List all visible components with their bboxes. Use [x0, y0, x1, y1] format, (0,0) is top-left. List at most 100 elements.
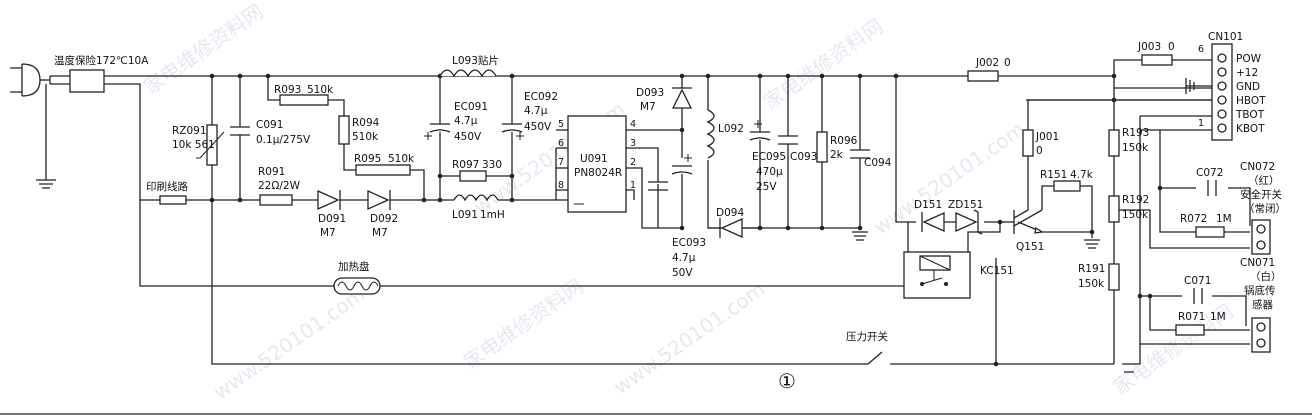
ec091-value2: 450V: [454, 131, 482, 143]
jumper-j001: J001 0: [1022, 129, 1059, 157]
watermark: www.520101.com: [869, 117, 1029, 239]
cn101-pin-gnd: GND: [1236, 81, 1260, 93]
r095-ref: R095: [354, 153, 381, 165]
r191-value: 150k: [1078, 278, 1105, 290]
ec092-ref: EC092: [524, 91, 558, 103]
figure-number: ①: [778, 369, 796, 393]
resistor-r096: R096 2k: [816, 131, 858, 163]
ec092-value1: 4.7μ: [524, 105, 548, 117]
u091-ref: U091: [580, 153, 608, 165]
ec091-value1: 4.7μ: [454, 115, 478, 127]
c091-value: 0.1μ/275V: [256, 134, 311, 146]
r091-value: 22Ω/2W: [258, 180, 301, 192]
thermal-fuse: 温度保险172℃10A: [54, 54, 149, 93]
pcb-trace: 印刷线路: [146, 180, 188, 205]
figure-number-label: ①: [778, 369, 796, 393]
resistor-r097: R097 330: [452, 159, 502, 182]
r192-value: 150k: [1122, 209, 1149, 221]
r094-ref: R094: [352, 117, 380, 129]
zener-diode-zd151: ZD151: [948, 199, 983, 235]
cn071-name2: 感器: [1252, 298, 1274, 311]
r151-ref: R151: [1040, 169, 1067, 181]
u091-pin1: 1: [630, 180, 636, 191]
electrolytic-capacitor-ec095: EC095 470μ 25V: [749, 120, 786, 193]
resistor-r192: R192 150k: [1108, 194, 1149, 223]
u091-pin5: 5: [558, 119, 564, 130]
r096-ref: R096: [830, 135, 858, 147]
r192-ref: R192: [1122, 194, 1149, 206]
diode-d094: D094: [716, 207, 744, 239]
j003-ref: J003: [1137, 41, 1161, 53]
cn071-ref: CN071: [1240, 257, 1275, 269]
u091-pin6: 6: [558, 138, 564, 149]
r097-value: 330: [482, 159, 502, 171]
pressure-switch-label: 压力开关: [846, 330, 888, 343]
l091-value: 1mH: [480, 209, 505, 221]
u091-pin4: 4: [630, 119, 636, 130]
ic-u091: U091 PN8024R 5 6 7 8 4 3 2 1: [558, 115, 636, 213]
ec093-value1: 4.7μ: [672, 252, 696, 264]
watermark: 家电维修资料网: [459, 274, 587, 374]
watermark: www.520101.com: [209, 282, 369, 404]
j001-value: 0: [1036, 145, 1043, 157]
kc151-ref: KC151: [980, 265, 1014, 277]
r191-ref: R191: [1078, 263, 1105, 275]
capacitor-c071: C071: [1184, 275, 1211, 304]
electrolytic-capacitor-ec093: EC093 4.7μ 50V: [648, 154, 706, 279]
cn101-pin6: 6: [1198, 44, 1204, 55]
watermark: 家电维修资料网: [759, 14, 887, 114]
d151-ref: D151: [914, 199, 942, 211]
ec091-ref: EC091: [454, 101, 488, 113]
resistor-r151: R151 4.7k: [1040, 169, 1094, 192]
j002-value: 0: [1004, 57, 1011, 69]
fuse-label: 温度保险172℃10A: [54, 54, 149, 67]
cn101-pin-12v: +12: [1236, 67, 1258, 79]
connector-cn072: CN072 （红） 安全开关 （常闭）: [1240, 161, 1286, 255]
d093-ref: D093: [636, 87, 664, 99]
u091-pin8: 8: [558, 180, 564, 191]
ec092-value2: 450V: [524, 121, 552, 133]
resistor-r193: R193 150k: [1108, 127, 1149, 157]
u091-pin2: 2: [630, 157, 636, 168]
capacitor-c094: C094: [850, 149, 892, 169]
l091-ref: L091: [452, 209, 478, 221]
d092-ref: D092: [370, 213, 398, 225]
j001-ref: J001: [1035, 131, 1059, 143]
inductor-l091: L091 1mH: [452, 194, 505, 221]
j002-ref: J002: [975, 57, 999, 69]
ec095-ref: EC095: [752, 151, 786, 163]
cn071-name1: 锅底传: [1244, 284, 1276, 297]
heater-element: 加热盘: [333, 260, 381, 295]
r096-value: 2k: [830, 149, 844, 161]
r072-ref: R072: [1180, 213, 1207, 225]
wires: [10, 59, 1251, 373]
d092-value: M7: [372, 227, 388, 239]
resistor-r072: R072 1M: [1180, 213, 1232, 238]
ec093-value2: 50V: [672, 267, 693, 279]
q151-ref: Q151: [1016, 241, 1044, 253]
c071-ref: C071: [1184, 275, 1211, 287]
rz091-ref: RZ091: [172, 125, 207, 137]
resistor-r094: R094 510k: [338, 115, 380, 145]
pressure-switch: 压力开关: [846, 330, 888, 343]
pcb-trace-label: 印刷线路: [146, 180, 188, 193]
d093-value: M7: [640, 101, 656, 113]
c072-ref: C072: [1196, 167, 1223, 179]
cn101-pin-pow: POW: [1236, 53, 1262, 65]
l093-ref: L093贴片: [452, 54, 499, 67]
varistor-rz091: RZ091 10k 561: [172, 124, 225, 166]
resistor-r093: R093 510k: [274, 84, 334, 106]
r193-ref: R193: [1122, 127, 1149, 139]
ec095-value1: 470μ: [756, 166, 783, 178]
d094-ref: D094: [716, 207, 744, 219]
r091-ref: R091: [258, 166, 285, 178]
rz091-value: 10k 561: [172, 139, 215, 151]
transistor-q151: Q151: [1013, 209, 1044, 253]
zd151-ref: ZD151: [948, 199, 983, 211]
cn101-pin-kbot: KBOT: [1236, 123, 1265, 135]
connector-cn101: CN101 6 1 POW +12 GND HBOT TBOT KBOT: [1185, 31, 1266, 141]
u091-part: PN8024R: [574, 167, 622, 179]
cn072-color: （红）: [1248, 174, 1280, 187]
r097-ref: R097: [452, 159, 479, 171]
